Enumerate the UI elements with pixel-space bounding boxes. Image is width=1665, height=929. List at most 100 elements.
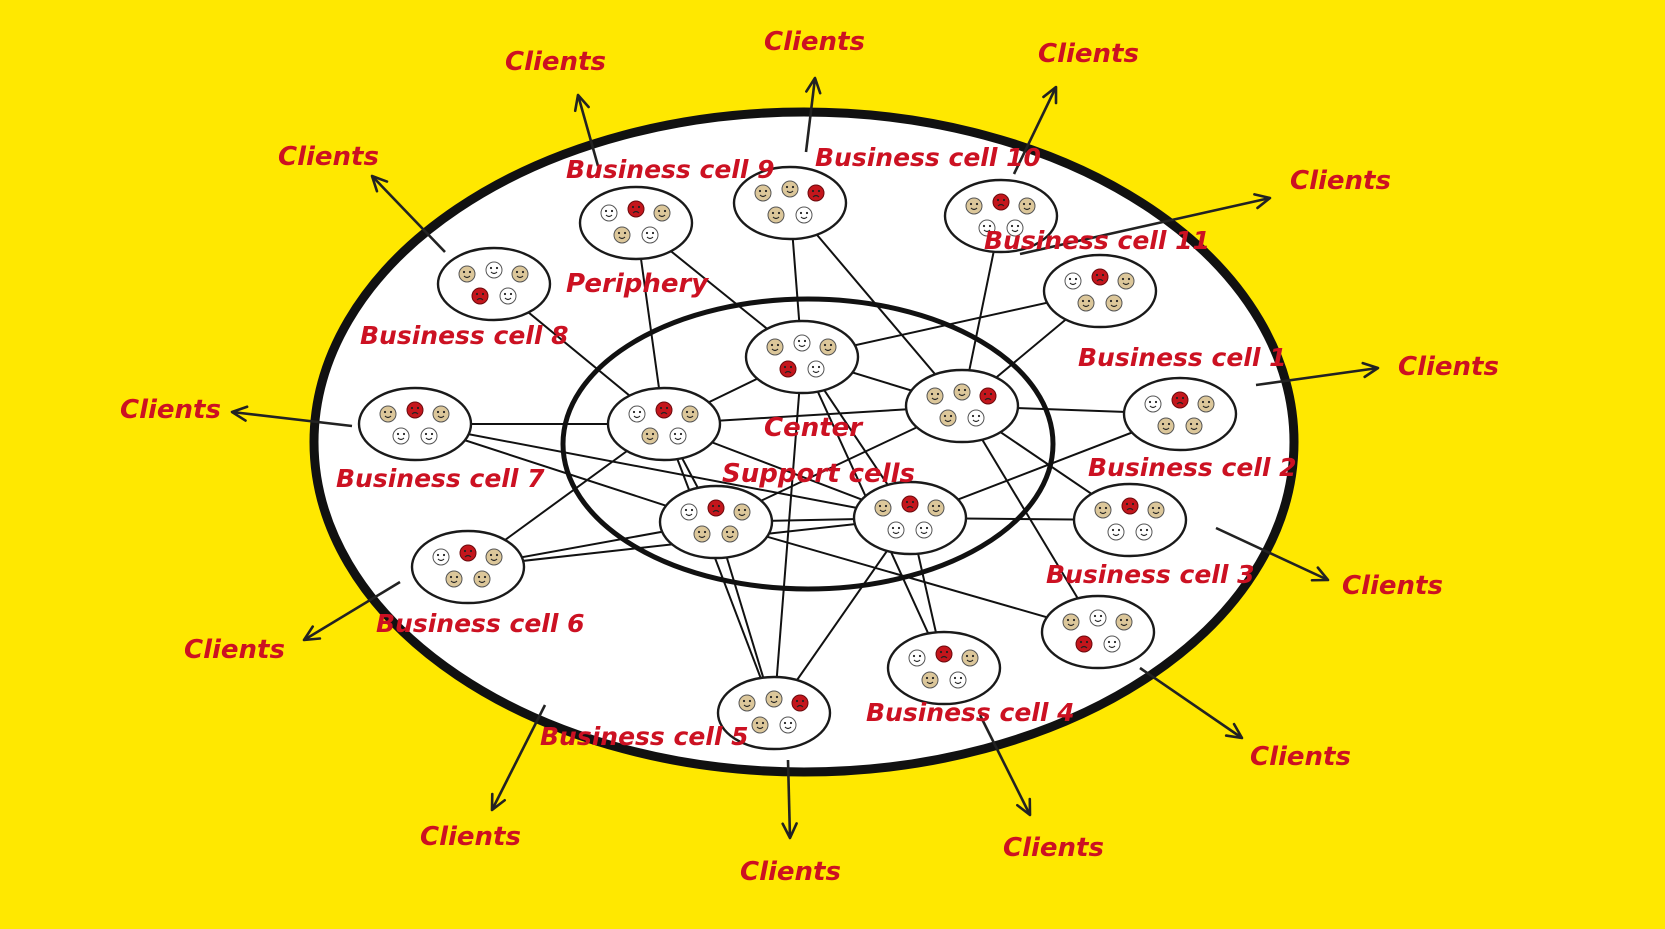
angry-red-face-icon <box>1171 391 1189 409</box>
smiley-face-icon <box>628 405 646 423</box>
neutral-face-icon <box>1117 272 1135 290</box>
smiley-face-icon <box>949 671 967 689</box>
connection-line <box>789 202 963 407</box>
smiley-face-icon <box>1144 395 1162 413</box>
neutral-face-icon <box>939 409 957 427</box>
neutral-face-icon <box>379 405 397 423</box>
clients-label: Clients <box>1398 352 1499 382</box>
business-cell-2-label: Business cell 2 <box>1088 453 1297 482</box>
business-cell-11 <box>943 178 1059 254</box>
smiley-face-icon <box>600 204 618 222</box>
business-cell-10 <box>732 165 848 241</box>
clients-label: Clients <box>1290 166 1391 196</box>
clients-label: Clients <box>1038 39 1139 69</box>
cell-oval <box>904 368 1020 444</box>
neutral-face-icon <box>765 690 783 708</box>
neutral-face-icon <box>819 338 837 356</box>
neutral-face-icon <box>1115 613 1133 631</box>
client-arrow <box>978 714 1032 817</box>
smiley-face-icon <box>887 521 905 539</box>
neutral-face-icon <box>961 649 979 667</box>
neutral-face-icon <box>921 671 939 689</box>
periphery-label: Periphery <box>566 269 709 299</box>
neutral-face-icon <box>738 694 756 712</box>
angry-red-face-icon <box>1091 268 1109 286</box>
clients-label: Clients <box>505 47 606 77</box>
smiley-face-icon <box>915 521 933 539</box>
client-arrow <box>804 76 822 153</box>
neutral-face-icon <box>1197 395 1215 413</box>
clients-label: Clients <box>420 822 521 852</box>
cell-oval <box>606 386 722 462</box>
neutral-face-icon <box>767 206 785 224</box>
angry-red-face-icon <box>406 401 424 419</box>
support-cell-2 <box>606 386 722 462</box>
business-cell-7-label: Business cell 7 <box>336 464 545 493</box>
clients-label: Clients <box>120 395 221 425</box>
angry-red-face-icon <box>1075 635 1093 653</box>
cells <box>357 165 1238 751</box>
cell-oval <box>658 484 774 560</box>
neutral-face-icon <box>693 525 711 543</box>
business-cell-4 <box>886 630 1002 706</box>
smiley-face-icon <box>392 427 410 445</box>
business-cell-2 <box>1072 482 1188 558</box>
neutral-face-icon <box>473 570 491 588</box>
connection-line <box>715 521 1099 633</box>
neutral-face-icon <box>445 570 463 588</box>
angry-red-face-icon <box>707 499 725 517</box>
support-cell-3 <box>904 368 1020 444</box>
client-arrow <box>1019 193 1272 256</box>
neutral-face-icon <box>781 180 799 198</box>
cell-oval <box>852 480 968 556</box>
cell-oval <box>886 630 1002 706</box>
cell-oval <box>1122 376 1238 452</box>
support-cell-4 <box>658 484 774 560</box>
smiley-face-icon <box>669 427 687 445</box>
angry-red-face-icon <box>779 360 797 378</box>
neutral-face-icon <box>1062 613 1080 631</box>
business-cell-1 <box>1122 376 1238 452</box>
cell-oval <box>1040 594 1156 670</box>
client-arrow <box>302 580 401 642</box>
smiley-face-icon <box>1107 523 1125 541</box>
angry-red-face-icon <box>992 193 1010 211</box>
angry-red-face-icon <box>1121 497 1139 515</box>
smiley-face-icon <box>967 409 985 427</box>
smiley-face-icon <box>432 548 450 566</box>
neutral-face-icon <box>721 525 739 543</box>
neutral-face-icon <box>953 383 971 401</box>
angry-red-face-icon <box>471 287 489 305</box>
business-cell-7 <box>357 386 473 462</box>
clients-label: Clients <box>1003 833 1104 863</box>
neutral-face-icon <box>1077 294 1095 312</box>
business-cell-6 <box>410 529 526 605</box>
business-cell-11-label: Business cell 11 <box>984 226 1210 255</box>
neutral-face-icon <box>733 503 751 521</box>
support-cells-label: Support cells <box>722 459 915 489</box>
clients-label: Clients <box>764 27 865 57</box>
connection-line <box>663 423 775 714</box>
client-arrow <box>230 405 353 428</box>
client-arrow <box>490 704 547 812</box>
smiley-face-icon <box>795 206 813 224</box>
business-cell-11-extra <box>1042 253 1158 329</box>
clients-label: Clients <box>1342 571 1443 601</box>
neutral-face-icon <box>874 499 892 517</box>
smiley-face-icon <box>420 427 438 445</box>
client-arrow <box>1215 526 1330 582</box>
smiley-face-icon <box>978 219 996 237</box>
cell-oval <box>357 386 473 462</box>
neutral-face-icon <box>751 716 769 734</box>
business-cell-9-label: Business cell 9 <box>566 155 775 184</box>
smiley-face-icon <box>1006 219 1024 237</box>
smiley-face-icon <box>1064 272 1082 290</box>
cell-oval <box>744 319 860 395</box>
angry-red-face-icon <box>655 401 673 419</box>
neutral-face-icon <box>754 184 772 202</box>
smiley-face-icon <box>680 503 698 521</box>
business-cell-3 <box>1040 594 1156 670</box>
smiley-face-icon <box>499 287 517 305</box>
neutral-face-icon <box>1157 417 1175 435</box>
smiley-face-icon <box>1135 523 1153 541</box>
